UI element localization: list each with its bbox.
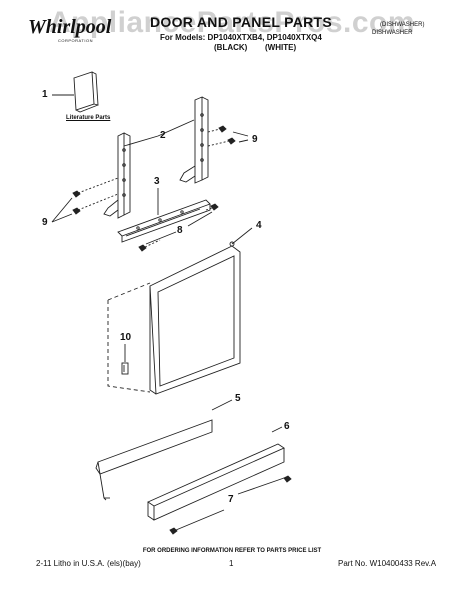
category-line-2: DISHWASHER (372, 30, 413, 36)
leader-line-8-left (145, 231, 177, 245)
callout-9-right: 9 (252, 134, 258, 145)
screw-left-lower-part (72, 193, 119, 215)
toe-panel-part (95, 419, 213, 501)
leader-line-6 (271, 426, 283, 433)
callout-2: 2 (160, 130, 166, 141)
callout-9-left: 9 (42, 217, 48, 228)
leader-line-4 (231, 227, 253, 245)
color-black: (BLACK) (214, 43, 248, 52)
callout-5: 5 (235, 393, 241, 404)
leader-line-9-right-b (238, 139, 249, 143)
category-line-1: (DISHWASHER) (380, 22, 425, 28)
label-part (121, 362, 129, 375)
callout-4: 4 (256, 220, 262, 231)
part-number: Part No. W10400433 Rev.A (338, 559, 437, 568)
litho-text: 2-11 Litho in U.S.A. (els)(bay) (36, 559, 141, 568)
leader-line-8-right (187, 211, 213, 227)
kick-plate-part (147, 443, 285, 521)
leader-line-9-left (51, 213, 73, 223)
leader-line-9-left-b (51, 197, 73, 223)
leader-line-9-right (232, 131, 249, 137)
callout-3: 3 (154, 176, 160, 187)
leader-line-2 (123, 119, 195, 147)
callout-10: 10 (120, 332, 132, 343)
right-mounting-bracket-part (179, 96, 209, 184)
literature-parts-label: Literature Parts (66, 115, 111, 121)
color-white: (WHITE) (265, 43, 297, 52)
kick-screw-left-part (169, 527, 178, 535)
mounting-rail-part (117, 199, 211, 243)
model-numbers: For Models: DP1040XTXB4, DP1040XTXQ4 (160, 33, 322, 42)
brand-sub: CORPORATION (58, 38, 93, 43)
page-number: 1 (229, 559, 234, 568)
callout-7: 7 (228, 494, 234, 505)
door-panel-part (107, 241, 241, 395)
leader-line-7-right (237, 477, 285, 495)
leader-line-5 (211, 399, 233, 411)
callout-1: 1 (42, 89, 48, 100)
callout-8: 8 (177, 225, 183, 236)
page-title: DOOR AND PANEL PARTS (150, 14, 333, 30)
rail-screw-right-part (205, 203, 219, 211)
screw-right-lower-part (207, 137, 236, 147)
leader-line-7-left (175, 509, 225, 531)
ordering-info: FOR ORDERING INFORMATION REFER TO PARTS … (142, 548, 322, 554)
literature-booklet-part (73, 71, 99, 113)
rail-screw-left-part (138, 239, 161, 252)
kick-screw-right-part (283, 475, 292, 483)
brand-logo: Whirlpool (28, 16, 112, 38)
callout-6: 6 (284, 421, 290, 432)
screw-right-upper-part (207, 125, 227, 133)
left-mounting-bracket-part (103, 132, 131, 219)
screw-left-upper-part (72, 177, 119, 198)
watermark-text: AppliancePartsPros.com (48, 6, 416, 39)
